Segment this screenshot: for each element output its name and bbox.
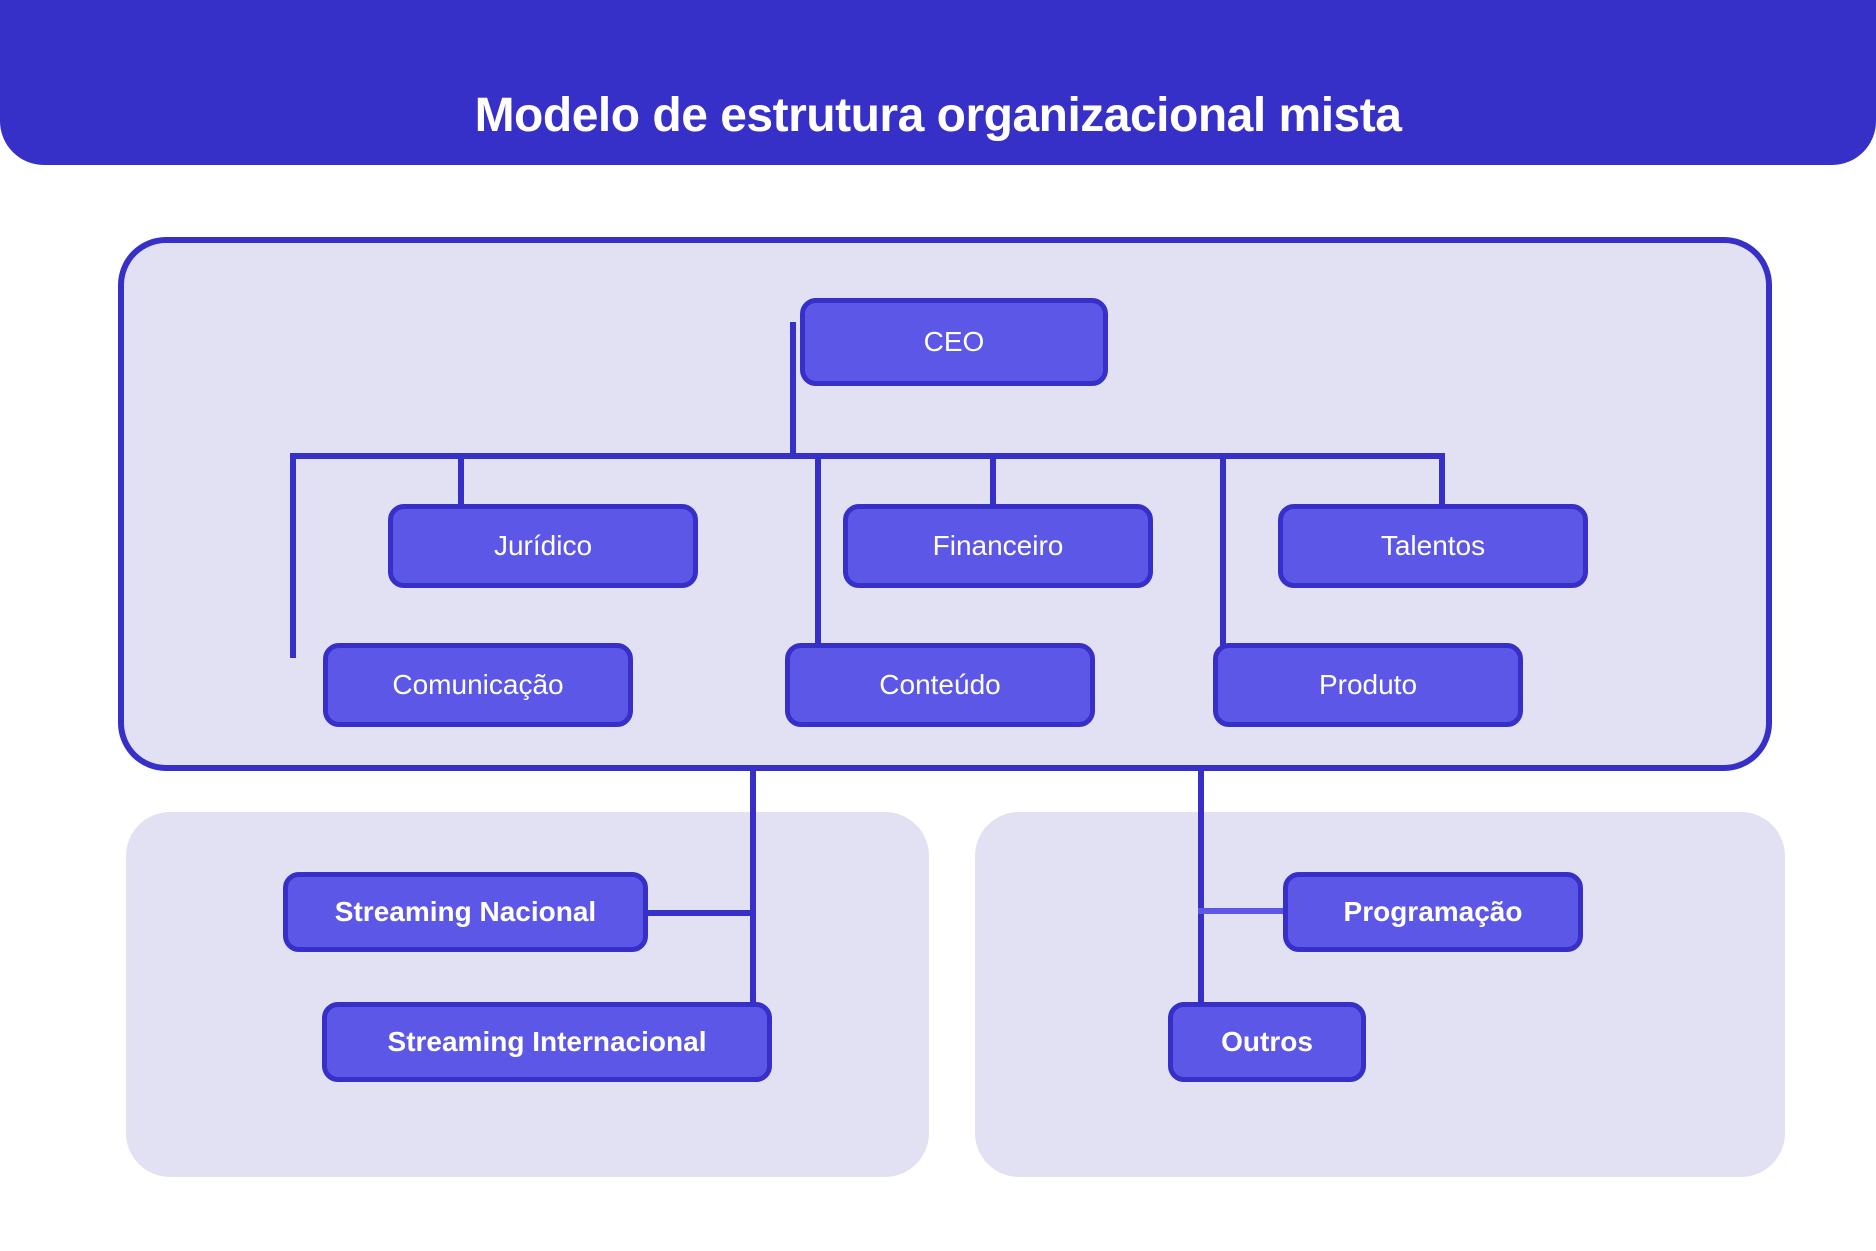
connector-trunk-right bbox=[1198, 768, 1204, 1006]
node-produto[interactable]: Produto bbox=[1213, 643, 1523, 727]
connector-to-financeiro bbox=[990, 453, 996, 508]
connector-to-programacao bbox=[1198, 908, 1286, 914]
node-talentos[interactable]: Talentos bbox=[1278, 504, 1588, 588]
connector-to-juridico bbox=[458, 453, 464, 508]
node-label: Streaming Nacional bbox=[334, 896, 597, 927]
node-label: Produto bbox=[1318, 669, 1418, 700]
node-label: Talentos bbox=[1380, 530, 1486, 561]
node-programacao[interactable]: Programação bbox=[1283, 872, 1583, 952]
node-label: Conteúdo bbox=[879, 669, 1001, 700]
node-comunicacao[interactable]: Comunicação bbox=[323, 643, 633, 727]
connector-to-talentos bbox=[1439, 453, 1445, 508]
connector-to-streaming-nacional bbox=[640, 910, 756, 916]
connector-ceo-stem bbox=[790, 322, 796, 459]
group-panel-lower-left bbox=[126, 812, 929, 1177]
node-streaming-nacional[interactable]: Streaming Nacional bbox=[283, 872, 648, 952]
connector-to-produto bbox=[1220, 453, 1226, 658]
connector-trunk-left bbox=[750, 768, 756, 1048]
node-juridico[interactable]: Jurídico bbox=[388, 504, 698, 588]
node-label: CEO bbox=[923, 326, 985, 357]
node-streaming-internacional[interactable]: Streaming Internacional bbox=[322, 1002, 772, 1082]
node-label: Programação bbox=[1343, 896, 1523, 927]
node-label: Comunicação bbox=[392, 669, 564, 700]
node-label: Jurídico bbox=[493, 530, 593, 561]
node-label: Outros bbox=[1221, 1026, 1313, 1057]
node-ceo[interactable]: CEO bbox=[800, 298, 1108, 386]
node-outros[interactable]: Outros bbox=[1168, 1002, 1366, 1082]
connector-to-comunicacao bbox=[290, 453, 296, 658]
node-label: Streaming Internacional bbox=[387, 1026, 707, 1057]
node-financeiro[interactable]: Financeiro bbox=[843, 504, 1153, 588]
page-title: Modelo de estrutura organizacional mista bbox=[474, 89, 1402, 142]
node-label: Financeiro bbox=[932, 530, 1064, 561]
node-conteudo[interactable]: Conteúdo bbox=[785, 643, 1095, 727]
connector-horizontal-bus bbox=[290, 453, 1445, 459]
title-banner: Modelo de estrutura organizacional mista bbox=[0, 0, 1876, 165]
group-panel-lower-right bbox=[975, 812, 1785, 1177]
connector-to-conteudo bbox=[815, 453, 821, 658]
